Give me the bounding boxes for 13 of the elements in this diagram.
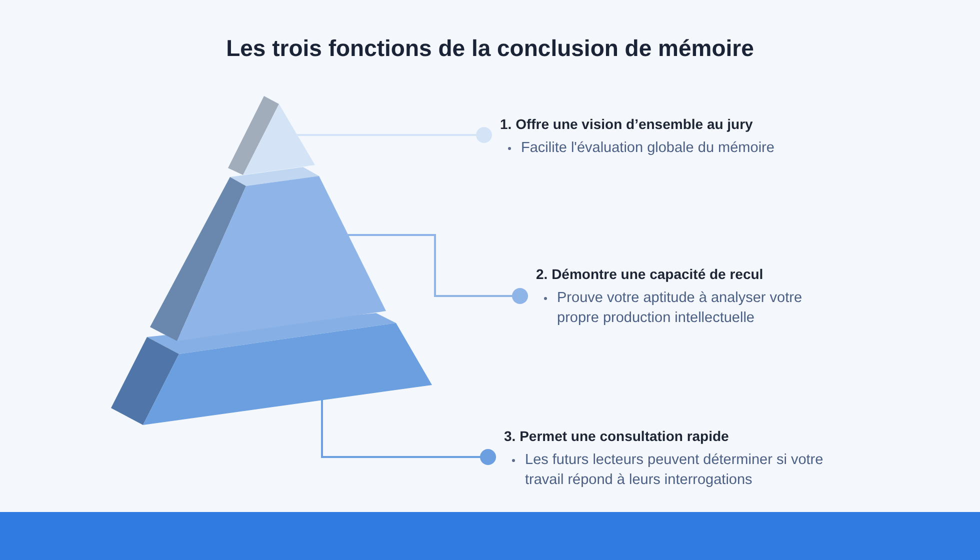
pyramid-layer <box>111 313 432 425</box>
item-description: Prouve votre aptitude à analyser votre propre production intellectuelle <box>557 289 804 328</box>
pyramid-layer <box>228 96 315 175</box>
item-heading: 3. Permet une consultation rapide <box>503 427 729 445</box>
diagram-title: Les trois fonctions de la conclusion de mémoire <box>225 34 755 63</box>
item-heading: 1. Offre une vision d’ensemble au jury <box>499 115 753 133</box>
leader-line <box>297 127 492 143</box>
item-description: Les futurs lecteurs peuvent déterminer si votre travail répond à leurs interrogations <box>525 451 824 490</box>
pyramid-layer <box>150 167 386 341</box>
item-description: Facilite l'évaluation globale du mémoire <box>521 139 776 158</box>
leader-line <box>321 400 496 465</box>
leader-line <box>348 234 528 304</box>
item-heading: 2. Démontre une capacité de recul <box>535 265 764 283</box>
